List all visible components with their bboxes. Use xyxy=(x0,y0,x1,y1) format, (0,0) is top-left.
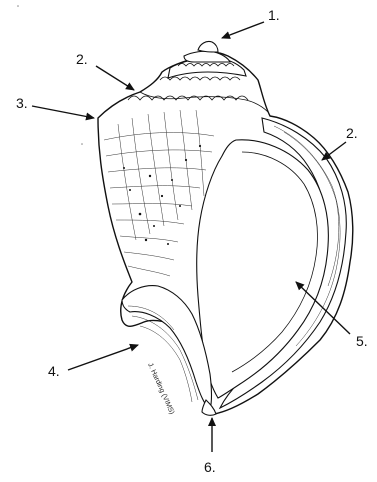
arrow-4 xyxy=(68,345,138,370)
label-3: 3. xyxy=(16,95,28,111)
apex xyxy=(198,41,218,52)
arrow-3 xyxy=(32,106,94,118)
arrow-1 xyxy=(222,22,264,38)
speck xyxy=(81,143,83,145)
label-4: 4. xyxy=(48,363,60,379)
label-2-right: 2. xyxy=(346,125,358,141)
spire-whorl xyxy=(184,51,230,62)
label-1: 1. xyxy=(268,7,280,23)
aperture xyxy=(197,140,329,398)
label-6: 6. xyxy=(204,459,216,475)
label-2-left: 2. xyxy=(76,51,88,67)
speck xyxy=(17,5,19,7)
arrow-2-left xyxy=(96,66,134,90)
shell-illustration xyxy=(17,5,353,415)
label-5: 5. xyxy=(356,333,368,349)
illustrator-credit: J. Harding (VIMS) xyxy=(146,362,175,416)
